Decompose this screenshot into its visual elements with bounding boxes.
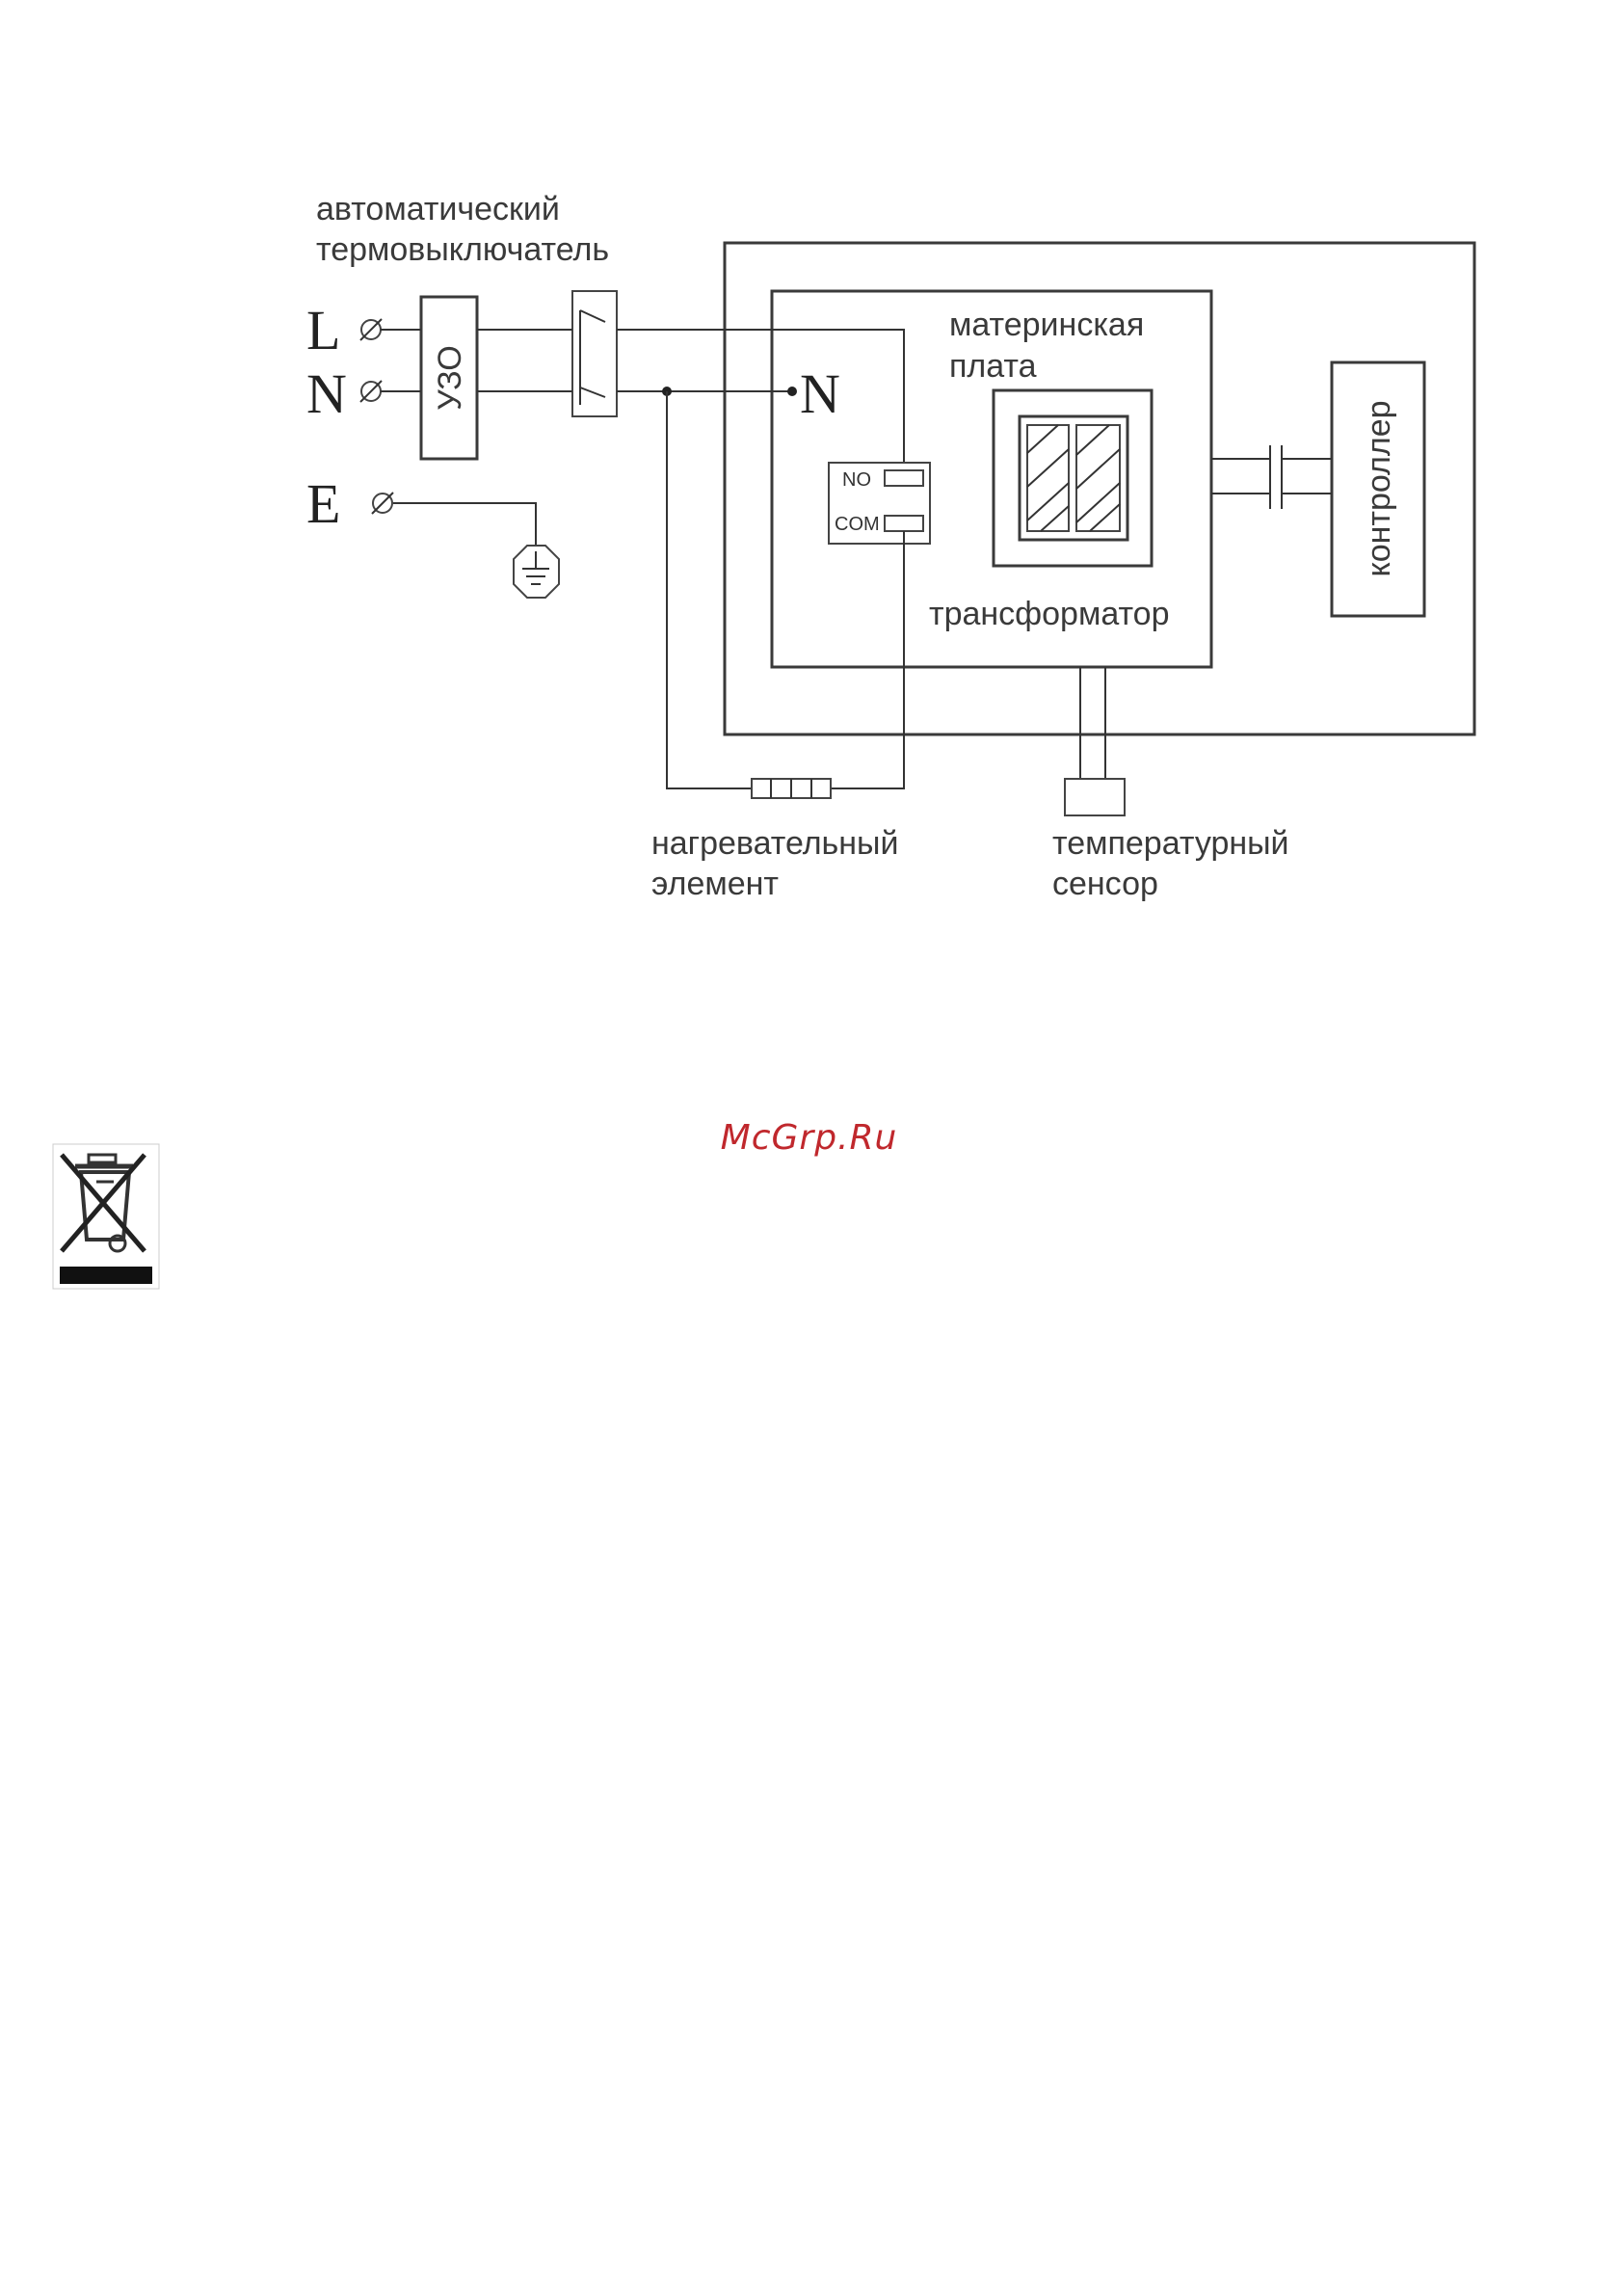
rcd-label: УЗО — [432, 345, 468, 410]
relay-no-label: NO — [842, 469, 871, 491]
thermal-switch — [572, 291, 617, 416]
thermal-switch-label-1: автоматический — [316, 191, 560, 227]
transformer-label: трансформатор — [929, 596, 1170, 632]
heating-element-icon — [752, 779, 831, 798]
heating-element-label-1: нагревательный — [651, 825, 898, 862]
wiring-diagram: L N E N автоматический термовыключатель … — [0, 0, 1618, 964]
terminal-screw-icon — [360, 319, 382, 340]
motherboard-label-2: плата — [949, 348, 1037, 385]
motherboard-label-1: материнская — [949, 307, 1144, 343]
relay-com-contact — [885, 516, 923, 531]
controller-label: контроллер — [1361, 400, 1397, 576]
terminal-screw-icon — [372, 493, 393, 514]
transformer-core-icon — [1020, 416, 1127, 540]
junction-dot — [787, 387, 797, 396]
heating-element-label-2: элемент — [651, 866, 779, 902]
board-n-label: N — [800, 362, 840, 425]
relay-com-label: COM — [835, 514, 880, 535]
watermark: McGrp.Ru — [0, 1118, 1618, 1158]
terminal-n-label: N — [306, 362, 347, 425]
ground-symbol-icon — [514, 546, 559, 598]
terminal-l-label: L — [306, 299, 340, 361]
temp-sensor-label-1: температурный — [1052, 825, 1289, 862]
relay-no-contact — [885, 470, 923, 486]
temp-sensor-label-2: сенсор — [1052, 866, 1158, 902]
thermal-switch-label-2: термовыключатель — [316, 231, 609, 268]
crossed-bin-icon — [52, 1143, 160, 1290]
terminal-e-label: E — [306, 472, 340, 535]
temp-sensor-box — [1065, 779, 1125, 815]
wire-earth — [393, 503, 536, 547]
terminal-screw-icon — [360, 381, 382, 402]
